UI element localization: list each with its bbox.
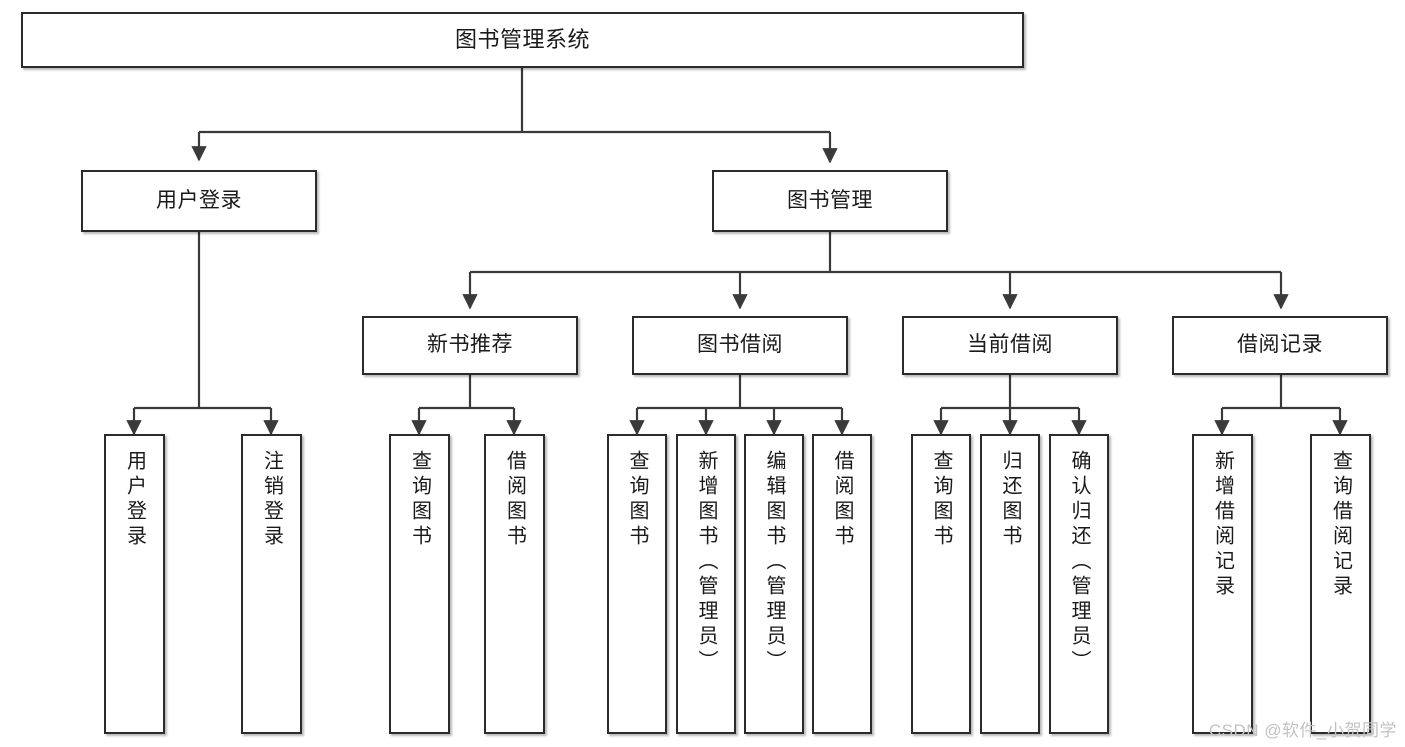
leaf-borrow-record-query[interactable]: 查询借阅记录: [1310, 434, 1371, 734]
leaf-new-book-query[interactable]: 查询图书: [389, 434, 450, 734]
leaf-label: 新增借阅记录: [1211, 450, 1234, 600]
watermark: CSDN @软件_小贺同学: [1208, 721, 1397, 740]
leaf-label: 注销登录: [260, 450, 283, 550]
leaf-current-borrow-query[interactable]: 查询图书: [911, 434, 971, 734]
node-current-borrow[interactable]: 当前借阅: [902, 316, 1118, 375]
leaf-label: 确认归还（管理员）: [1068, 450, 1090, 675]
node-book-management[interactable]: 图书管理: [712, 170, 948, 232]
leaf-label: 新增图书（管理员）: [695, 450, 717, 675]
node-book-management-label: 图书管理: [787, 188, 873, 212]
leaf-label: 归还图书: [999, 450, 1021, 550]
node-user-login-label: 用户登录: [156, 188, 242, 212]
node-user-login[interactable]: 用户登录: [81, 170, 317, 232]
node-current-borrow-label: 当前借阅: [967, 333, 1053, 357]
node-root-label: 图书管理系统: [454, 27, 590, 53]
node-borrow-record-label: 借阅记录: [1237, 333, 1323, 357]
leaf-book-borrow-add[interactable]: 新增图书（管理员）: [676, 434, 736, 734]
leaf-label: 查询图书: [626, 450, 648, 550]
leaf-label: 查询图书: [408, 450, 431, 550]
node-new-book-recommend-label: 新书推荐: [427, 333, 513, 357]
node-book-borrow[interactable]: 图书借阅: [632, 316, 848, 375]
leaf-borrow-record-add[interactable]: 新增借阅记录: [1192, 434, 1253, 734]
leaf-current-borrow-return[interactable]: 归还图书: [980, 434, 1040, 734]
leaf-label: 用户登录: [123, 450, 146, 550]
leaf-label: 查询借阅记录: [1329, 450, 1352, 600]
node-root[interactable]: 图书管理系统: [21, 12, 1024, 68]
node-book-borrow-label: 图书借阅: [697, 333, 783, 357]
node-borrow-record[interactable]: 借阅记录: [1172, 316, 1388, 375]
leaf-book-borrow-edit[interactable]: 编辑图书（管理员）: [744, 434, 804, 734]
leaf-label: 查询图书: [930, 450, 952, 550]
leaf-label: 编辑图书（管理员）: [763, 450, 785, 675]
leaf-book-borrow-borrow[interactable]: 借阅图书: [812, 434, 872, 734]
leaf-book-borrow-query[interactable]: 查询图书: [607, 434, 667, 734]
node-new-book-recommend[interactable]: 新书推荐: [362, 316, 578, 375]
leaf-current-borrow-confirm[interactable]: 确认归还（管理员）: [1049, 434, 1109, 734]
leaf-new-book-borrow[interactable]: 借阅图书: [484, 434, 545, 734]
leaf-user-login-login[interactable]: 用户登录: [104, 434, 165, 734]
leaf-label: 借阅图书: [503, 450, 526, 550]
leaf-label: 借阅图书: [831, 450, 853, 550]
leaf-user-login-logout[interactable]: 注销登录: [241, 434, 302, 734]
